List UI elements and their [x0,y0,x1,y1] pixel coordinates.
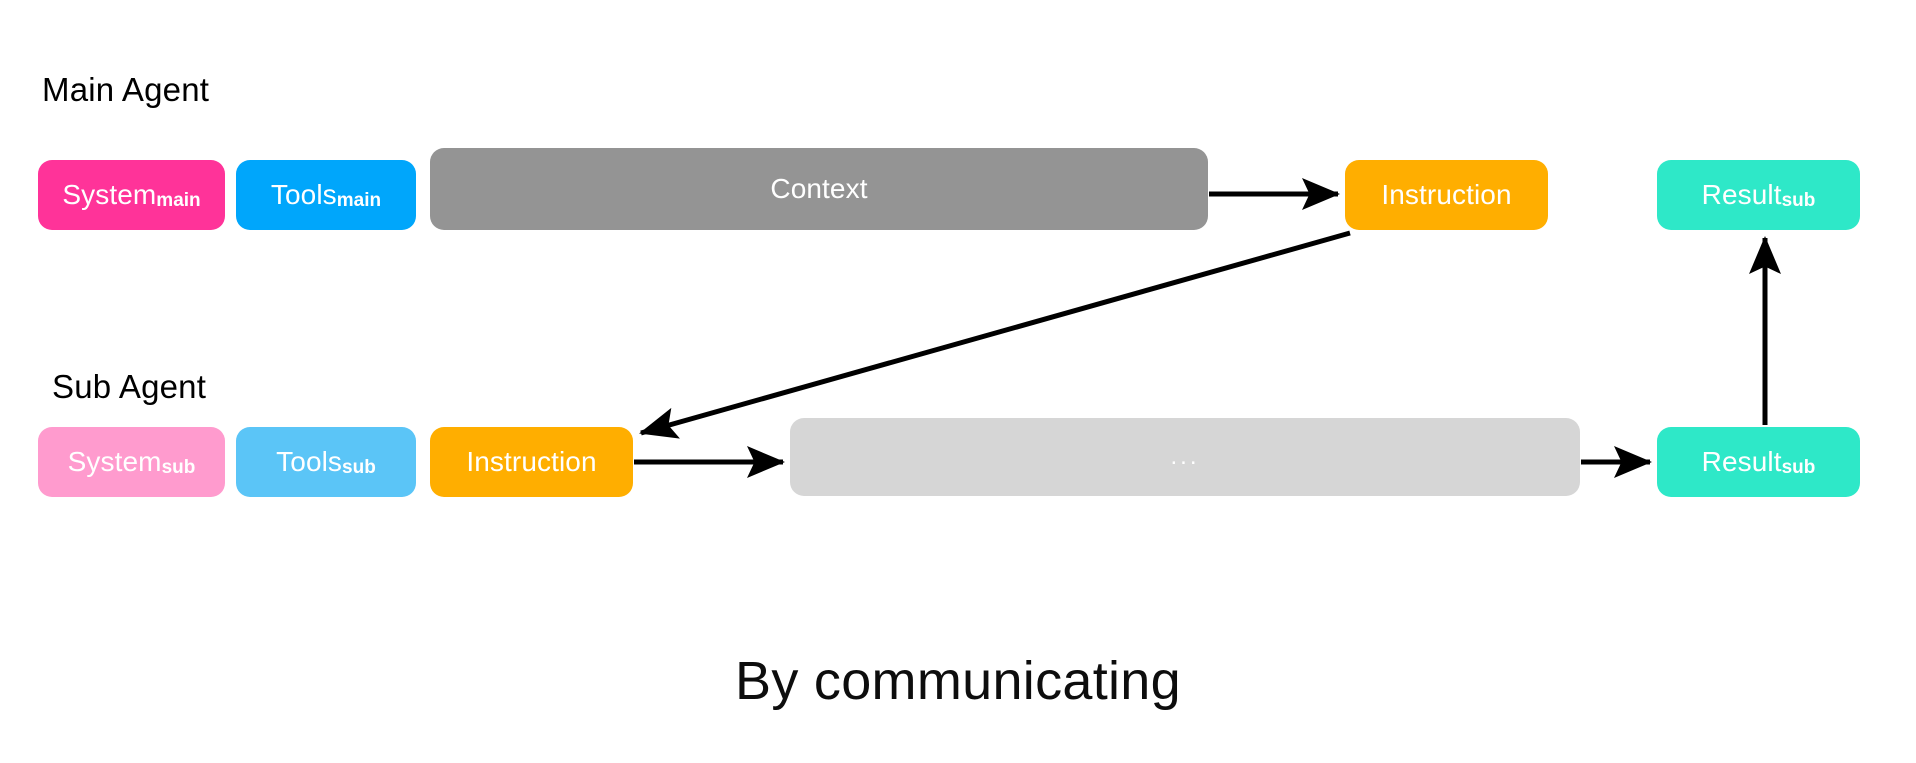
main-system-text: System [62,179,157,210]
main-agent-label: Main Agent [42,71,210,108]
main-instruction-block[interactable]: Instruction [1345,160,1548,230]
main-system-subscript: main [156,189,201,211]
main-result-text: Result [1701,179,1782,210]
sub-tools-subscript: sub [342,456,376,478]
sub-steps-text: ... [1170,443,1200,470]
sub-result-text: Result [1701,446,1782,477]
main-context-block[interactable]: Context [430,148,1208,230]
main-tools-text: Tools [270,179,337,210]
sub-system-subscript: sub [161,456,196,478]
sub-instruction-block[interactable]: Instruction [430,427,633,497]
main-context-text: Context [770,173,868,204]
arrow-main-instruction-to-sub-instruction [639,230,1351,439]
sub-result-subscript: sub [1781,456,1816,478]
main-result-subscript: sub [1781,189,1816,211]
main-tools-subscript: main [336,189,382,211]
sub-tools-text: Tools [276,446,343,477]
sub-system-text: System [67,446,162,477]
sub-agent-label: Sub Agent [52,368,207,405]
sub-instruction-text: Instruction [466,446,597,477]
main-instruction-text: Instruction [1381,179,1512,210]
sub-steps-block[interactable]: ... [790,418,1580,496]
caption-text: By communicating [735,651,1181,711]
